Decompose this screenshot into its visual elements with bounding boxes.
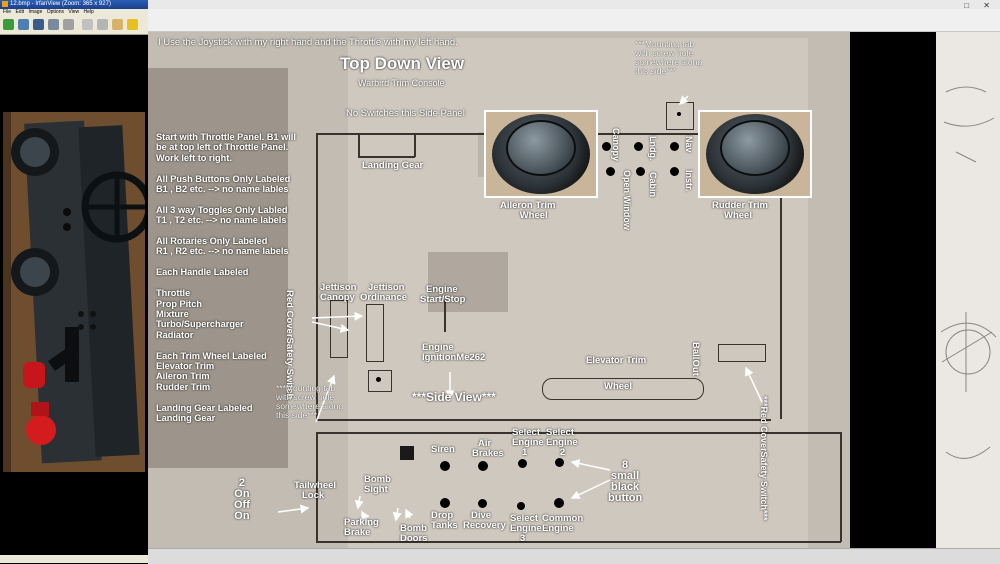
lndg-label: Lndg. — [648, 136, 658, 161]
canvas-black-margin — [850, 32, 936, 548]
ball-out-label: BallOut — [690, 342, 701, 376]
red-cover-right-label: ***Red CoverSafety Switch*** — [759, 396, 769, 521]
select-engine-1-dot — [518, 459, 527, 468]
nav-switch-dot — [670, 142, 679, 151]
dive-recovery-button-dot — [478, 499, 487, 508]
print-icon[interactable] — [48, 19, 59, 30]
elevator-trim-label: Elevator Trim — [586, 355, 647, 366]
viewer-status-bar — [0, 555, 148, 563]
elevator-wheel-label: Wheel — [604, 381, 632, 392]
console-photo — [3, 112, 145, 472]
canopy-switch-dot — [602, 142, 611, 151]
lndg-switch-dot — [634, 142, 643, 151]
menu-options[interactable]: Options — [46, 9, 64, 15]
menu-edit[interactable]: Edit — [15, 9, 25, 15]
cabin-switch-dot — [636, 167, 645, 176]
save-icon[interactable] — [33, 19, 44, 30]
irfanview-app-icon — [2, 1, 8, 7]
aileron-trim-knob-photo — [484, 110, 598, 198]
diagram-image: I Use the Joystick with my right hand an… — [148, 32, 850, 548]
settings-icon[interactable] — [127, 19, 138, 30]
page-subtitle: Warbird Trim Console — [358, 78, 445, 88]
page-title: Top Down View — [340, 54, 465, 73]
landing-gear-label: Landing Gear — [362, 160, 424, 171]
cabin-label: Cabin — [648, 172, 658, 198]
menu-image[interactable]: Image — [28, 9, 43, 15]
instr-label: Instr. — [684, 170, 694, 192]
rudder-trim-knob-photo — [698, 110, 812, 198]
no-switches-note: No Switches this Side Panel — [346, 108, 465, 119]
cut-icon[interactable] — [82, 19, 93, 30]
status-bar — [148, 548, 1000, 564]
menu-view[interactable]: View — [68, 9, 80, 15]
main-toolbar — [148, 9, 1000, 32]
paste-icon[interactable] — [112, 19, 123, 30]
select-engine-3-dot — [517, 502, 525, 510]
siren-label: Siren — [431, 444, 455, 455]
open-window-label: Open Window — [622, 170, 632, 230]
slideshow-icon[interactable] — [18, 19, 29, 30]
window-controls[interactable]: _ □ ✕ — [945, 1, 996, 10]
select-engine-2-dot — [555, 458, 564, 467]
viewer-toolbar — [0, 16, 148, 35]
background-sketch — [936, 32, 1000, 548]
common-engine-dot — [554, 498, 564, 508]
nav-label: Nav — [684, 136, 694, 153]
copy-icon[interactable] — [97, 19, 108, 30]
drop-tanks-button-dot — [440, 498, 450, 508]
siren-button-dot — [440, 461, 450, 471]
red-cover-left-label: Red CoverSafety Switch — [284, 290, 295, 400]
menu-file[interactable]: File — [3, 9, 12, 15]
window-switch-dot — [606, 167, 615, 176]
me262-label: Me262 — [456, 352, 486, 363]
instr-switch-dot — [670, 167, 679, 176]
intro-text: I Use the Joystick with my right hand an… — [158, 37, 458, 48]
viewer-title: 12.bmp - IrfanView (Zoom: 365 x 927) — [10, 1, 111, 7]
canopy-label: Canopy — [611, 128, 621, 162]
delete-icon[interactable] — [63, 19, 74, 30]
open-folder-icon[interactable] — [3, 19, 14, 30]
viewer-title-bar[interactable]: 12.bmp - IrfanView (Zoom: 365 x 927) — [0, 0, 148, 9]
viewer-menu-bar: File Edit Image Options View Help — [0, 9, 148, 16]
air-brakes-button-dot — [478, 461, 488, 471]
side-view-label: ***Side View*** — [412, 390, 496, 404]
menu-help[interactable]: Help — [83, 9, 94, 15]
